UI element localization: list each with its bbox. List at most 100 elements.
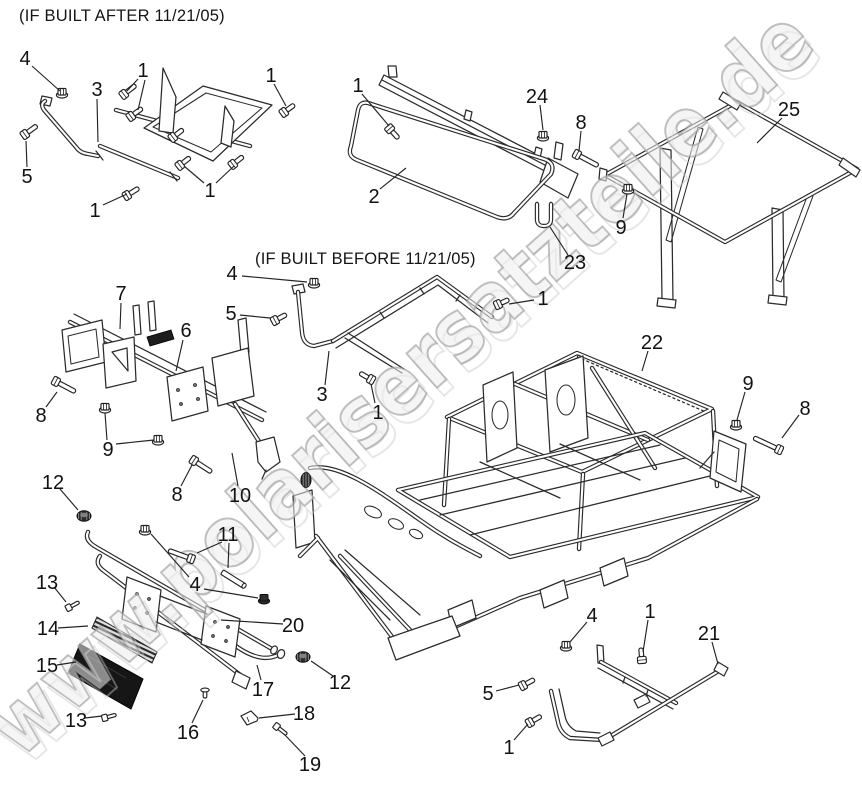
leader-line [241,275,308,283]
leader-line [119,302,122,330]
fastener-bushing-icon [300,472,312,488]
callout-1: 1 [503,737,514,759]
leader-line [180,464,193,487]
callout-1: 1 [352,75,363,97]
leader-line [622,193,628,219]
callout-8: 8 [799,398,810,420]
callout-9: 9 [102,439,113,461]
fasteners-layer [19,83,785,736]
leader-line [231,452,239,487]
fastener-bolt-icon [358,371,377,386]
callout-13: 13 [36,572,58,594]
callout-5: 5 [21,166,32,188]
callout-3: 3 [91,79,102,101]
callout-8: 8 [575,112,586,134]
fastener-bolt-icon [571,148,599,168]
fastener-fnut-icon [55,87,69,99]
part-21-rail-assembly [548,644,729,747]
leader-line [220,619,284,625]
fastener-bolt-icon [19,124,39,140]
part-2-rack-extension [347,65,579,221]
leader-line [102,193,128,206]
fastener-bolt-icon [227,154,245,170]
fastener-bolt-icon [517,677,536,692]
leader-line [370,383,376,404]
fastener-bolt-icon [121,186,140,202]
fastener-bolt-icon [636,647,648,665]
callout-5: 5 [225,303,236,325]
leader-line [126,78,139,92]
callout-13: 13 [65,710,87,732]
leader-line [96,98,99,143]
fastener-bolt-icon [384,123,400,140]
fastener-screw-icon [64,600,80,613]
caption-built-after: (IF BUILT AFTER 11/21/05) [19,7,225,25]
leader-line [711,641,719,665]
fastener-fnut-icon [559,640,573,652]
callout-8: 8 [171,484,182,506]
part-bumper-assembly [67,529,286,710]
callout-1: 1 [204,180,215,202]
callout-16: 16 [177,722,199,744]
leader-line [25,140,28,168]
fastener-bolt-icon [167,548,196,565]
fastener-fnut-icon [98,402,112,414]
fastener-screw-icon [272,722,288,736]
leader-line [215,165,235,184]
callout-1: 1 [537,288,548,310]
fastener-ubracket-icon [534,201,554,229]
fastener-fnutd-icon [257,594,271,605]
fastener-fnut-icon [621,183,635,195]
leader-line [578,130,582,152]
fastener-bolt-icon [492,297,510,311]
callout-4: 4 [189,574,200,596]
fastener-bolt-icon [269,312,288,327]
leader-line [203,588,259,599]
fastener-fnut-icon [151,434,165,446]
callout-4: 4 [586,605,597,627]
leader-line [549,226,569,256]
leader-line [183,165,205,184]
leader-line [31,65,61,92]
fastener-fnut-icon [729,419,743,431]
leader-line [324,350,330,386]
callout-20: 20 [282,615,304,637]
leader-line [258,713,296,719]
leader-line [539,104,544,131]
part-22-main-frame [292,350,761,661]
fastener-screw-icon [100,712,117,723]
leader-line [239,314,271,319]
fastener-pin-icon [220,569,247,589]
callout-11: 11 [218,524,239,546]
leader-line [56,661,77,666]
leader-line [569,621,588,643]
callout-1: 1 [644,601,655,623]
fastener-bolt-icon [752,435,785,456]
fastener-bolt-icon [167,127,185,143]
leader-line [59,488,79,511]
leader-line [115,439,155,445]
callout-9: 9 [615,217,626,239]
callout-4: 4 [19,48,30,70]
callout-21: 21 [698,623,720,645]
callout-10: 10 [229,485,251,507]
leader-line [196,541,223,554]
leader-line [495,684,520,692]
callout-18: 18 [293,703,315,725]
fastener-fnut-icon [138,524,152,536]
callout-1: 1 [89,200,100,222]
leader-line [137,79,146,111]
callout-17: 17 [252,679,274,701]
part-7-front-support [61,300,281,480]
callout-9: 9 [742,373,753,395]
fastener-bolt-icon [278,103,296,118]
fastener-bolt-icon [50,375,77,394]
leader-line [756,117,783,144]
part-25-rear-rack [598,91,861,309]
leader-line [513,723,529,741]
leader-line [191,699,204,724]
callout-23: 23 [564,252,586,274]
part-3-support-before [291,274,495,374]
